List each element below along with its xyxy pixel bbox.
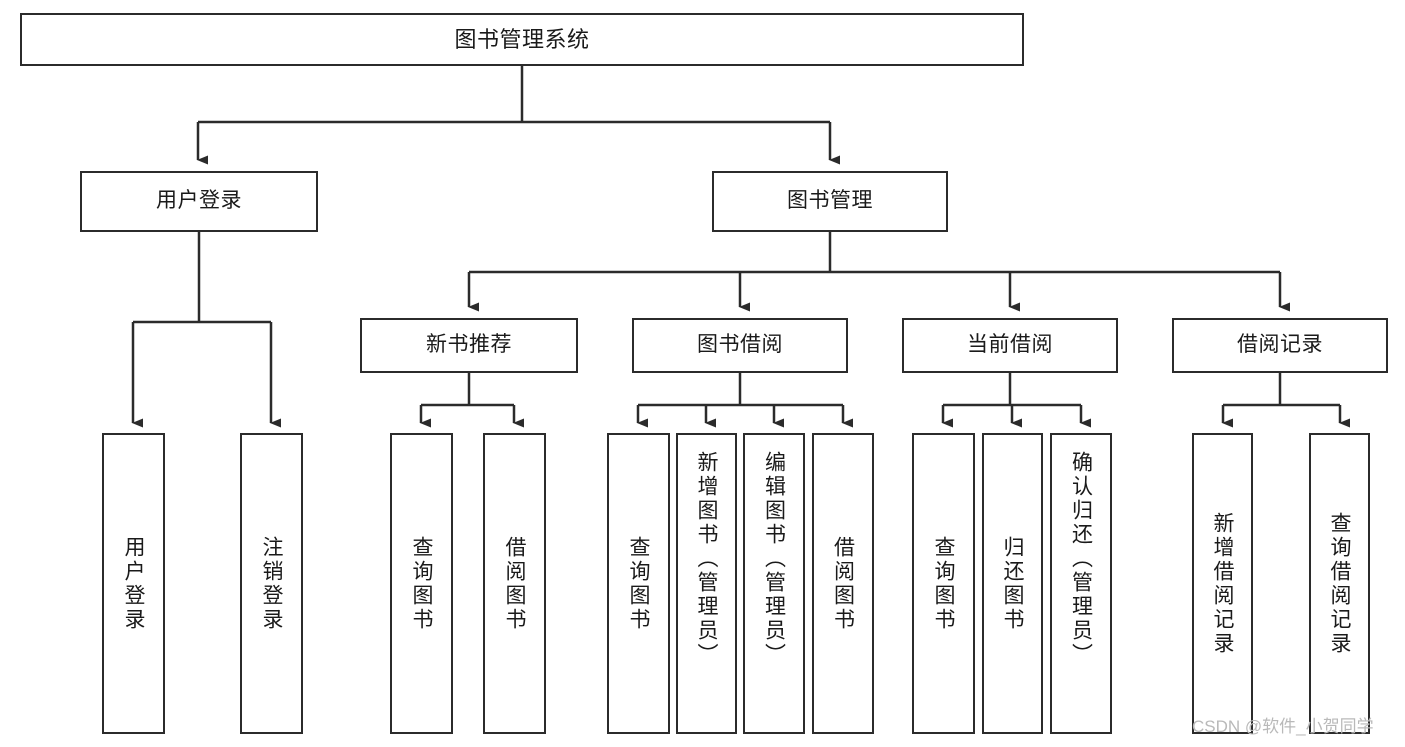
node-label: 用户登录 [156,189,242,213]
node-root[interactable]: 图书管理系统 [20,13,1024,66]
node-label: 注销登录 [260,535,283,632]
node-borrow-record[interactable]: 借阅记录 [1172,318,1388,373]
node-label: 新增图书（管理员） [695,451,718,667]
node-book-management[interactable]: 图书管理 [712,171,948,232]
leaf-logout[interactable]: 注销登录 [240,433,303,734]
node-label: 当前借阅 [967,333,1053,357]
leaf-add-book-admin[interactable]: 新增图书（管理员） [676,433,737,734]
node-book-borrow[interactable]: 图书借阅 [632,318,848,373]
node-label: 归还图书 [1001,535,1024,632]
csdn-watermark: CSDN @软件_小贺同学 [1192,717,1374,736]
node-new-book-recommend[interactable]: 新书推荐 [360,318,578,373]
node-label: 图书管理系统 [454,26,590,52]
leaf-borrow-book-recommend[interactable]: 借阅图书 [483,433,546,734]
leaf-query-book-current[interactable]: 查询图书 [912,433,975,734]
leaf-return-book[interactable]: 归还图书 [982,433,1043,734]
node-label: 借阅图书 [503,535,526,632]
node-label: 确认归还（管理员） [1069,451,1093,667]
leaf-edit-book-admin[interactable]: 编辑图书（管理员） [743,433,805,734]
node-label: 查询图书 [932,535,955,632]
node-label: 新增借阅记录 [1211,511,1234,656]
node-label: 查询借阅记录 [1328,511,1351,656]
node-label: 图书借阅 [697,333,783,357]
leaf-query-borrow-record[interactable]: 查询借阅记录 [1309,433,1370,734]
leaf-query-book-recommend[interactable]: 查询图书 [390,433,453,734]
node-label: 查询图书 [410,535,433,632]
leaf-query-book-borrow[interactable]: 查询图书 [607,433,670,734]
leaf-confirm-return-admin[interactable]: 确认归还（管理员） [1050,433,1112,734]
node-current-borrow[interactable]: 当前借阅 [902,318,1118,373]
leaf-borrow-book[interactable]: 借阅图书 [812,433,874,734]
node-user-login[interactable]: 用户登录 [80,171,318,232]
node-label: 新书推荐 [426,333,512,357]
node-label: 借阅图书 [831,535,855,632]
leaf-user-login[interactable]: 用户登录 [102,433,165,734]
node-label: 借阅记录 [1237,333,1323,357]
node-label: 图书管理 [787,189,873,213]
node-label: 编辑图书（管理员） [762,451,786,667]
leaf-add-borrow-record[interactable]: 新增借阅记录 [1192,433,1253,734]
node-label: 用户登录 [122,535,145,632]
node-label: 查询图书 [627,535,650,632]
